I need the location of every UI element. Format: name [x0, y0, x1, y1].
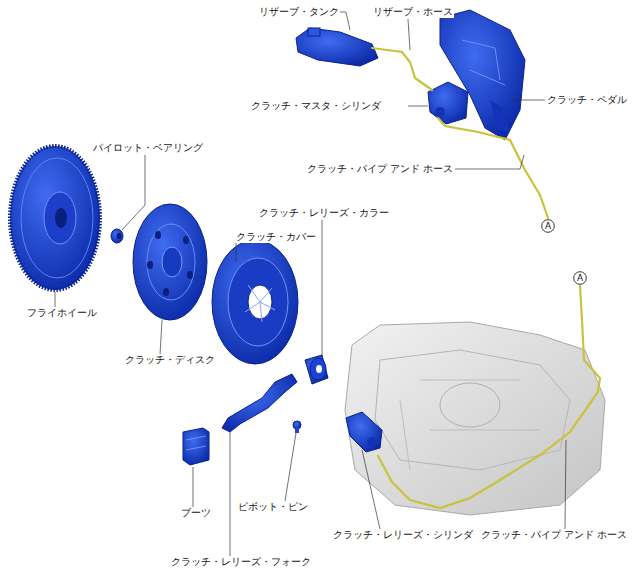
pivot-pin [293, 421, 301, 433]
clutch-disc [133, 204, 207, 320]
part-label: ピボット・ピン [237, 501, 309, 513]
part-label: クラッチ・レリーズ・シリンダ [332, 529, 474, 541]
release-collar [305, 355, 328, 384]
reference-letter: A [541, 221, 555, 231]
part-label: クラッチ・レリーズ・カラー [258, 207, 390, 219]
leader-line [55, 12, 566, 556]
part-label: クラッチ・マスタ・シリンダ [250, 100, 382, 112]
part-label: クラッチ・レリーズ・フォーク [170, 556, 312, 568]
clutch-cover [212, 240, 298, 364]
part-label: クラッチ・カバー [235, 231, 317, 243]
part-label: パイロット・ベアリング [92, 142, 204, 154]
hose-pipe [372, 48, 600, 508]
reference-letter: A [573, 273, 587, 283]
part-label: ブーツ [180, 507, 212, 519]
part-label: クラッチ・ペダル [546, 94, 628, 106]
master-cylinder [428, 82, 468, 124]
flywheel [10, 146, 100, 290]
part-label: リザーブ・タンク [258, 6, 340, 18]
part-label: クラッチ・パイプ アンド ホース [306, 163, 454, 175]
release-cylinder [346, 412, 382, 452]
part-label: フライホイール [26, 307, 98, 319]
release-fork [222, 374, 297, 432]
part-label: クラッチ・パイプ アンド ホース [480, 529, 628, 541]
part-label: リザーブ・ホース [372, 6, 454, 18]
reserve-tank [296, 28, 378, 66]
reference-circle: A [541, 219, 555, 233]
pilot-bearing [111, 229, 123, 243]
boot [183, 428, 209, 465]
reference-circle: A [573, 271, 587, 285]
part-label: クラッチ・ディスク [124, 354, 216, 366]
transmission [345, 322, 605, 515]
